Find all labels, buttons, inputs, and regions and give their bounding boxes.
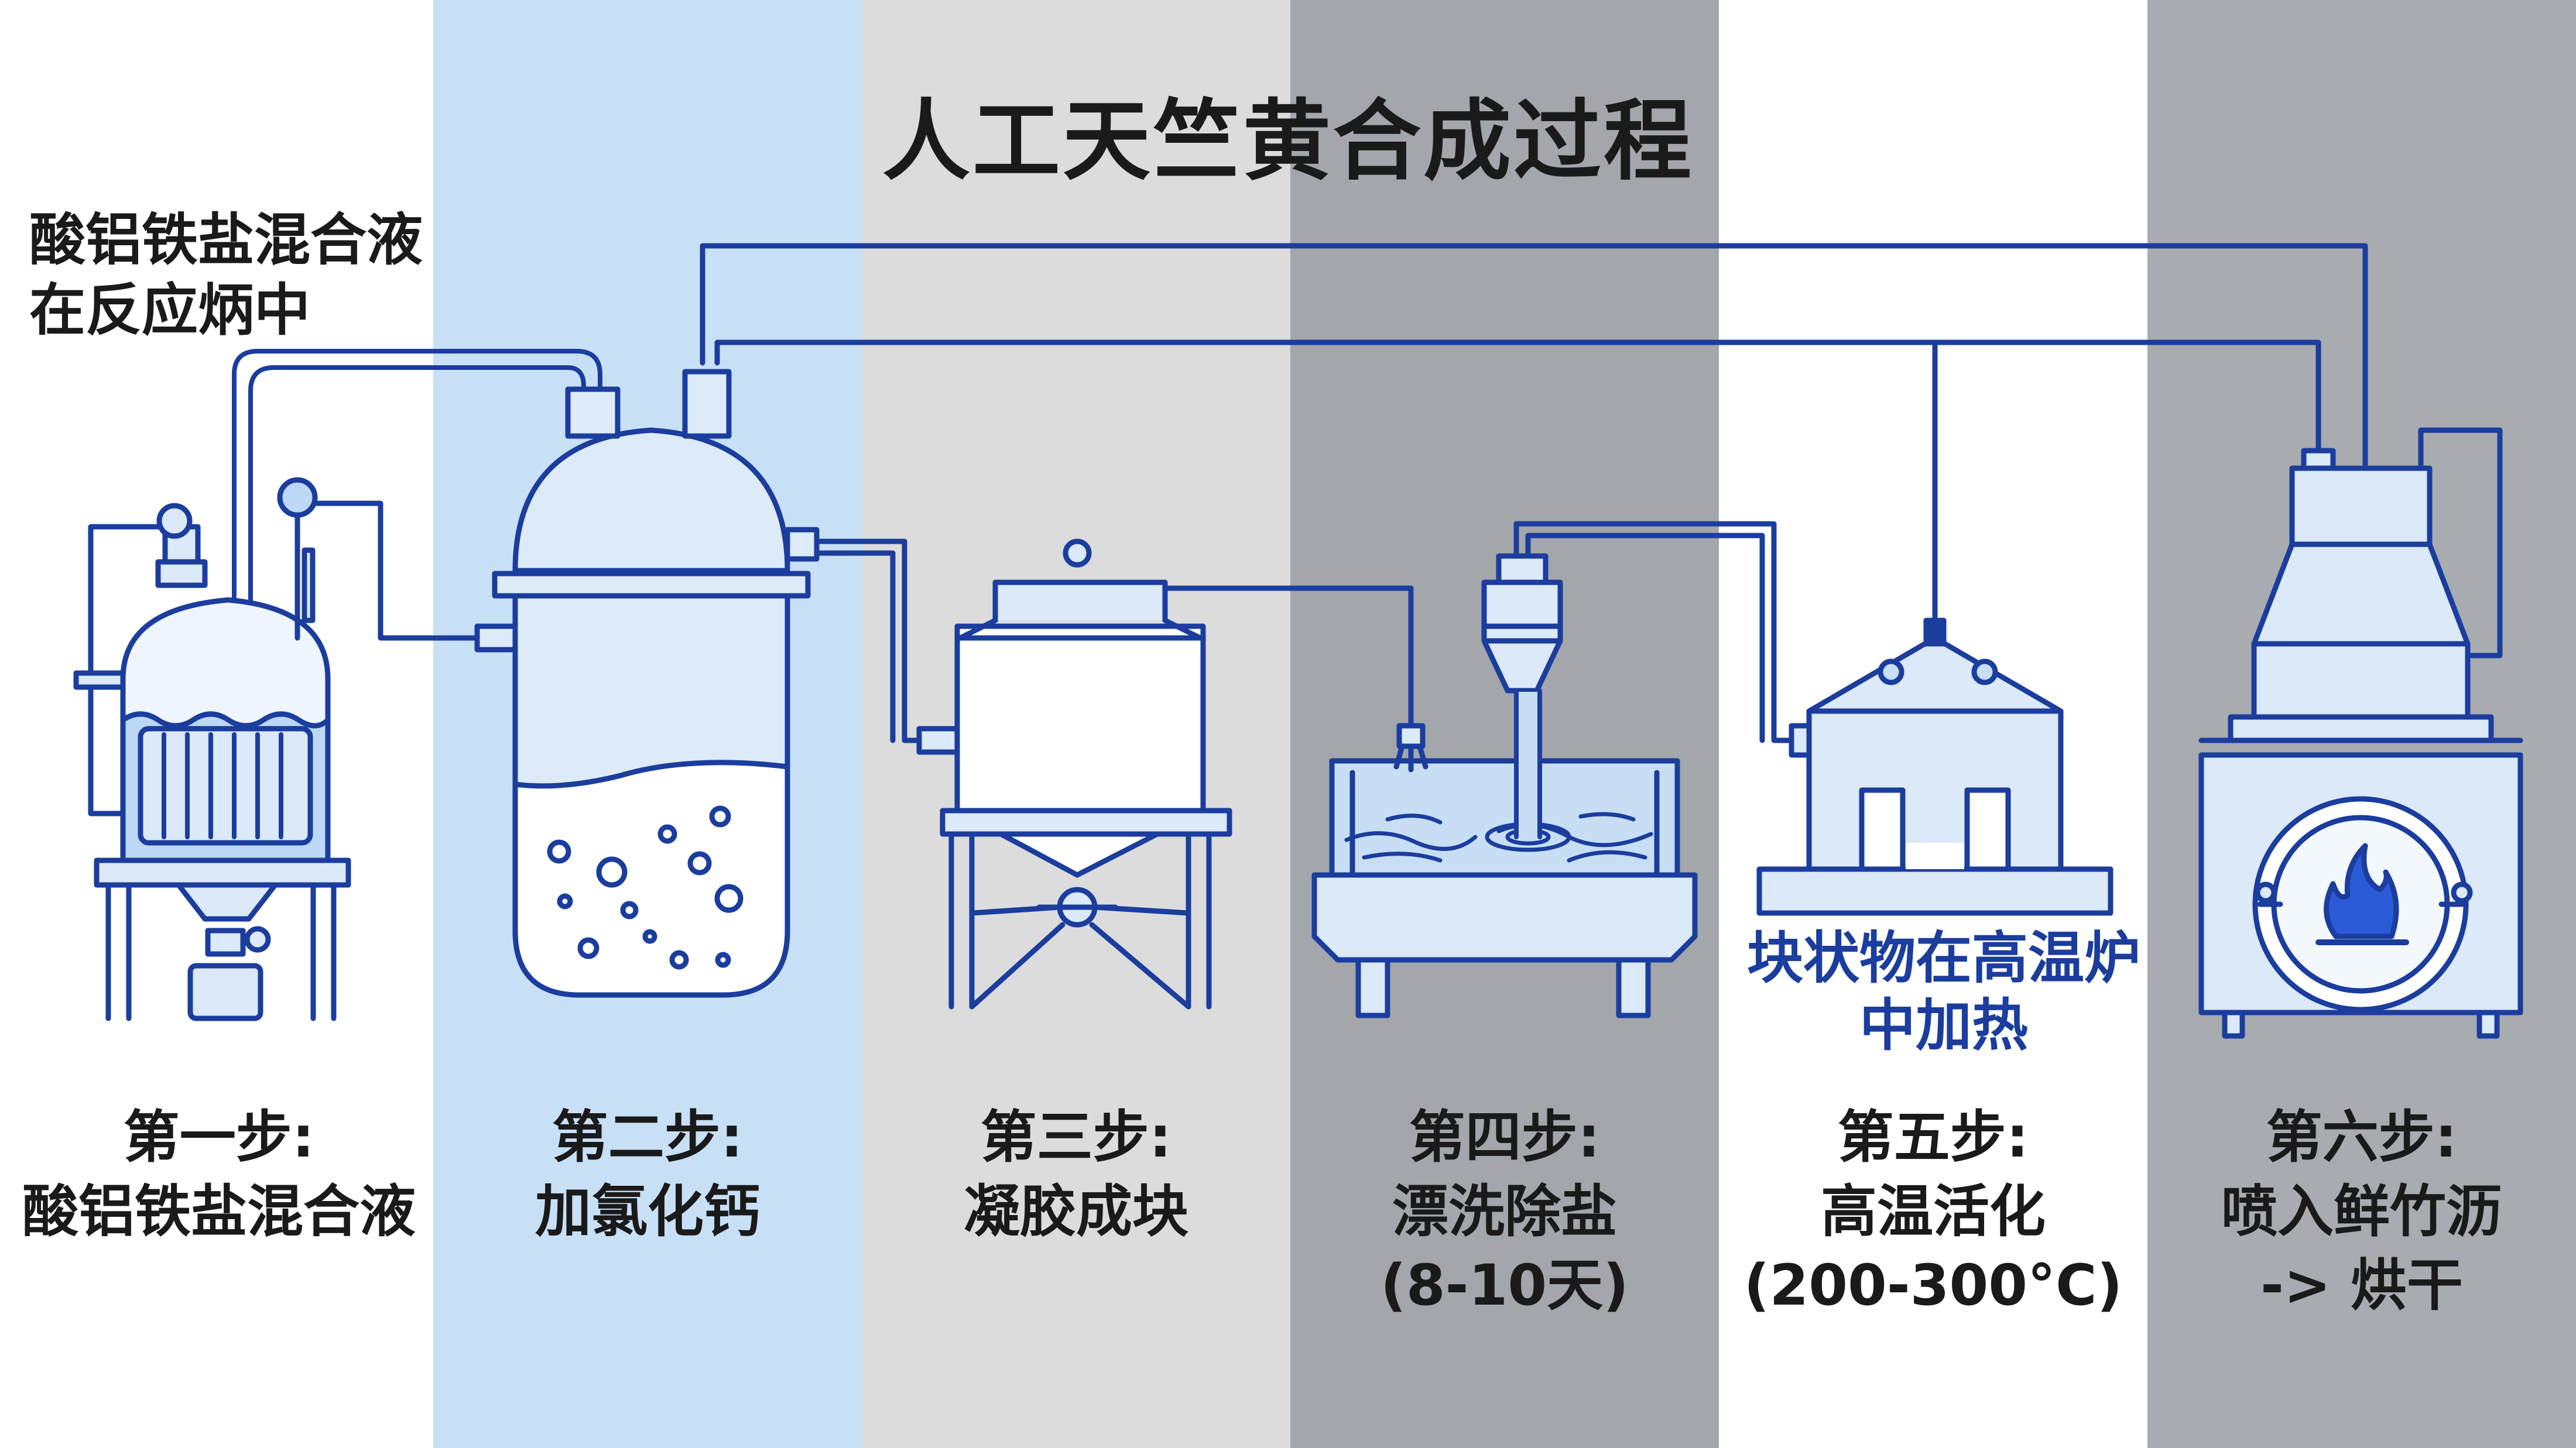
- step-temperature: (200-300°C): [1743, 1253, 2123, 1319]
- page-title: 人工天竺黄合成过程: [882, 91, 1694, 193]
- step-heading: 第二步:: [551, 1104, 744, 1170]
- step-heading: 第一步:: [123, 1104, 315, 1170]
- step-5-label: 第五步: 高温活化 (200-300°C): [1719, 1100, 2147, 1323]
- jacketed-vessel: [73, 477, 351, 1021]
- vessel-caption: 酸铝铁盐混合液 在反应炳中: [29, 205, 451, 345]
- step-heading: 第四步:: [1409, 1104, 1601, 1170]
- gel-tank: [916, 538, 1232, 1010]
- step-description: 酸铝铁盐混合液: [22, 1178, 416, 1244]
- kiln-caption: 块状物在高温炉 中加热: [1733, 925, 2154, 1059]
- step-heading: 第五步:: [1837, 1104, 2029, 1170]
- furnace: [2198, 448, 2523, 1039]
- kiln: [1756, 617, 2113, 916]
- step-2-label: 第二步: 加氯化钙: [433, 1100, 862, 1248]
- step-6-label: 第六步: 喷入鲜竹沥 -> 烘干: [2147, 1100, 2576, 1323]
- kiln-caption-line2: 中加热: [1859, 993, 2028, 1059]
- step-4-label: 第四步: 漂洗除盐 (8-10天): [1290, 1100, 1719, 1323]
- step-duration: (8-10天): [1381, 1253, 1629, 1319]
- step-description: 漂洗除盐: [1392, 1178, 1617, 1244]
- reactor-vessel: [474, 369, 820, 998]
- step-description: 高温活化: [1821, 1178, 2046, 1244]
- step-description: 凝胶成块: [964, 1178, 1188, 1244]
- step-heading: 第六步:: [2266, 1104, 2458, 1170]
- step-description: 喷入鲜竹沥: [2221, 1178, 2502, 1244]
- connecting-pipes: [88, 243, 2503, 816]
- step-heading: 第三步:: [980, 1104, 1172, 1170]
- band-step4: [1290, 0, 1719, 1448]
- step-3-label: 第三步: 凝胶成块: [862, 1100, 1290, 1248]
- washing-tank: [1311, 553, 1698, 1018]
- kiln-caption-line1: 块状物在高温炉: [1747, 925, 2140, 991]
- step-1-label: 第一步: 酸铝铁盐混合液: [5, 1100, 433, 1248]
- step-description: 加氯化钙: [535, 1178, 760, 1244]
- step-description-2: -> 烘干: [2260, 1253, 2463, 1319]
- vessel-caption-line2: 在反应炳中: [29, 277, 310, 343]
- vessel-caption-line1: 酸铝铁盐混合液: [29, 207, 423, 273]
